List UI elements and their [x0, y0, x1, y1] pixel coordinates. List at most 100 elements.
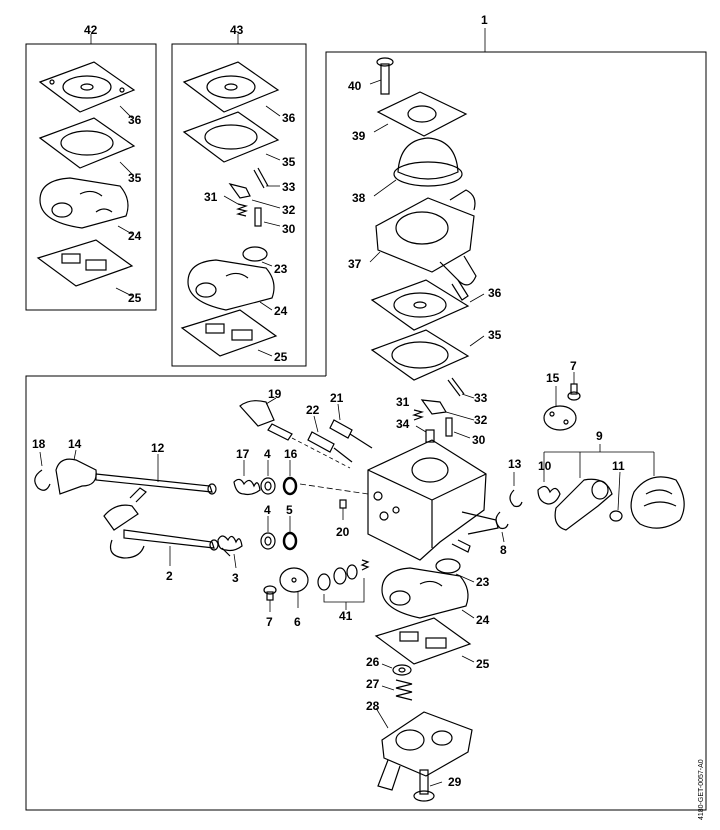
label-35-kit42: 35: [128, 171, 142, 185]
spring-3: [217, 535, 243, 569]
cover-15: [543, 386, 577, 431]
housing-28: [375, 707, 473, 791]
label-32: 32: [474, 413, 488, 427]
label-29: 29: [448, 775, 462, 789]
spring-17: [233, 460, 261, 496]
knob-9: [630, 476, 685, 529]
label-11: 11: [612, 459, 625, 473]
screw-21: [329, 403, 373, 449]
lever-32-kit43: [228, 183, 281, 209]
circlip-18: [34, 451, 51, 491]
circlip-8: [495, 511, 509, 543]
label-38: 38: [352, 191, 366, 205]
label-43: 43: [230, 23, 244, 37]
screw-7-upper: [567, 372, 581, 401]
lever-32: [420, 399, 475, 421]
ring-16: [282, 460, 298, 496]
spring-27: [381, 679, 413, 701]
label-35: 35: [488, 328, 502, 342]
label-7-upper: 7: [570, 359, 577, 373]
label-7-lower: 7: [266, 615, 273, 629]
diaphragm-36-kit42: [38, 61, 136, 119]
label-30-kit43: 30: [282, 222, 296, 236]
pin-33: [447, 377, 475, 399]
label-12: 12: [151, 441, 165, 455]
throttle-shaft-2: [103, 487, 219, 566]
label-21: 21: [330, 391, 344, 405]
label-4-lower: 4: [264, 503, 271, 517]
ring-5: [282, 516, 298, 551]
label-3: 3: [232, 571, 239, 585]
gasket-35-kit43: [182, 111, 281, 163]
label-40: 40: [348, 79, 362, 93]
gasket-25: [374, 617, 475, 665]
needle-30: [445, 417, 471, 439]
washer-26: [381, 663, 412, 676]
gasket-24: [381, 567, 475, 619]
washer-4-upper: [260, 460, 276, 495]
frame-carburetor-1: [25, 28, 707, 811]
label-1: 1: [481, 13, 488, 27]
label-25: 25: [476, 657, 490, 671]
spring-10: [537, 485, 561, 505]
label-36: 36: [488, 286, 502, 300]
needle-30-kit43: [254, 207, 281, 227]
label-26: 26: [366, 655, 380, 669]
washer-4-lower: [260, 516, 276, 550]
throttle-centerline: [299, 483, 369, 495]
seal-set-41: [317, 559, 370, 610]
label-9: 9: [596, 429, 603, 443]
spring-31: [411, 409, 425, 421]
label-18: 18: [32, 437, 46, 451]
label-33: 33: [474, 391, 488, 405]
gasket-25-kit43: [180, 309, 278, 357]
label-20: 20: [336, 525, 350, 539]
label-6: 6: [294, 615, 301, 629]
diaphragm-36-kit43: [182, 61, 281, 117]
spring-31-kit43: [223, 195, 249, 217]
circlip-13: [509, 472, 523, 508]
label-24: 24: [476, 613, 490, 627]
lever-9: [554, 478, 613, 531]
plug-23-kit43: [242, 246, 273, 267]
label-24-kit43: 24: [274, 304, 288, 318]
cover-plate-39: [373, 91, 468, 137]
lever-14: [55, 449, 97, 495]
gasket-24-kit42: [39, 177, 133, 235]
label-10: 10: [538, 459, 552, 473]
label-41: 41: [339, 609, 353, 623]
label-19: 19: [268, 387, 282, 401]
screw-29: [413, 769, 443, 802]
frame-kit-42: [25, 34, 157, 311]
gasket-25-kit42: [36, 239, 134, 297]
primer-bulb-38: [373, 137, 463, 197]
pin-33-kit43: [253, 167, 280, 189]
label-42: 42: [84, 23, 98, 37]
kit-9-bracket: [543, 444, 655, 482]
screw-40: [369, 57, 394, 95]
label-17: 17: [236, 447, 250, 461]
label-31: 31: [396, 395, 410, 409]
gasket-35-kit42: [38, 117, 136, 175]
carburetor-body: [367, 439, 499, 561]
screw-11: [609, 471, 623, 522]
choke-shaft-12: [95, 454, 217, 495]
label-25-kit43: 25: [274, 350, 288, 364]
label-23: 23: [476, 575, 490, 589]
label-28: 28: [366, 699, 380, 713]
label-35-kit43: 35: [282, 155, 296, 169]
label-32-kit43: 32: [282, 203, 296, 217]
label-4-upper: 4: [264, 447, 271, 461]
diaphragm-36: [370, 279, 485, 331]
gasket-35: [370, 329, 485, 381]
label-14: 14: [68, 437, 82, 451]
label-23-kit43: 23: [274, 262, 288, 276]
label-39: 39: [352, 129, 366, 143]
screw-34: [415, 425, 435, 443]
label-8: 8: [500, 543, 507, 557]
frame-kit-43: [171, 34, 307, 367]
label-36-kit43: 36: [282, 111, 296, 125]
label-22: 22: [306, 403, 320, 417]
